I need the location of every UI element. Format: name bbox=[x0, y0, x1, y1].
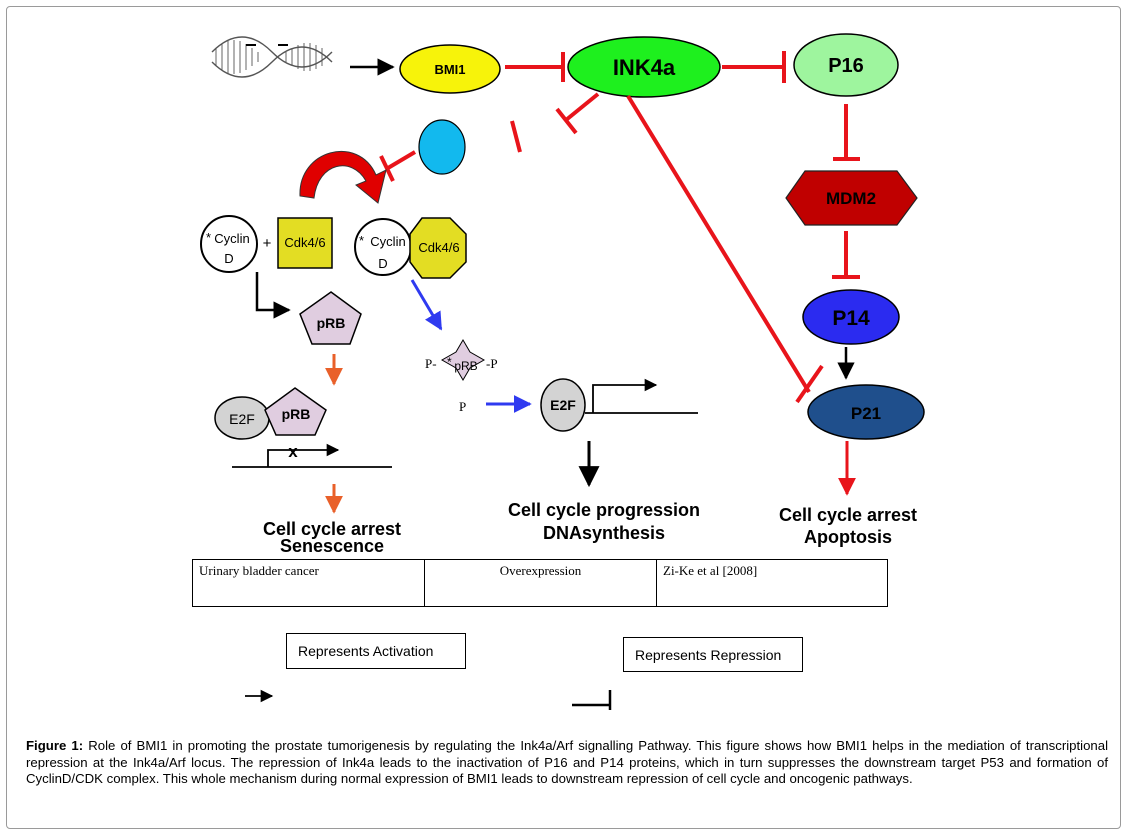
cdk46-node-2 bbox=[409, 217, 467, 279]
ink4a-represses-p16 bbox=[722, 51, 786, 83]
p21-label: P21 bbox=[851, 404, 881, 423]
bmi1-represses-ink4a bbox=[505, 52, 565, 82]
legend-repression-box: Represents Repression bbox=[623, 637, 803, 672]
ink4a-represses-p21 bbox=[626, 94, 824, 404]
blocked-promoter bbox=[232, 443, 392, 468]
e2f-label-2: E2F bbox=[550, 397, 576, 413]
figure-frame bbox=[6, 6, 1121, 829]
progression-line1: Cell cycle progression bbox=[508, 500, 700, 520]
p14-label: P14 bbox=[832, 307, 870, 330]
cyclin-d-node-1 bbox=[200, 215, 258, 273]
ink4a-node bbox=[567, 36, 721, 98]
arrest-apoptosis-line1: Cell cycle arrest bbox=[779, 505, 917, 525]
legend-activation-label: Represents Activation bbox=[298, 643, 434, 659]
unknown-factor-node bbox=[418, 119, 466, 175]
cyclin-to-prb-arrow bbox=[255, 272, 291, 319]
arrest-senescence-line2: Senescence bbox=[280, 536, 384, 556]
phospho-bottom: P bbox=[459, 399, 466, 414]
complex-formation-curved-arrow bbox=[299, 150, 387, 204]
phospho-prb-node bbox=[440, 339, 486, 381]
arrest-senescence-line1: Cell cycle arrest bbox=[263, 519, 401, 539]
table-row: Urinary bladder cancer Overexpression Zi… bbox=[192, 559, 888, 607]
p16-node bbox=[793, 33, 899, 97]
cyclin-d-label-2: Cyclin bbox=[370, 234, 405, 249]
ink4a-label: INK4a bbox=[613, 55, 676, 80]
prb-node-1 bbox=[299, 291, 362, 345]
p16-label: P16 bbox=[828, 55, 864, 77]
mdm2-represses-p14 bbox=[832, 231, 860, 279]
mdm2-node bbox=[785, 170, 918, 226]
bmi1-node bbox=[399, 44, 501, 94]
bmi1-label: BMI1 bbox=[434, 62, 465, 77]
cyclin-d-sub-2: D bbox=[378, 256, 387, 271]
p16-represses-mdm2 bbox=[833, 104, 860, 161]
progression-line2: DNAsynthesis bbox=[543, 523, 665, 543]
p21-node bbox=[807, 384, 925, 440]
phospho-prb-star: * bbox=[447, 355, 452, 369]
caption-label: Figure 1: bbox=[26, 738, 84, 753]
mdm2-label: MDM2 bbox=[826, 189, 876, 208]
table-cell-disease: Urinary bladder cancer bbox=[192, 559, 425, 607]
factor-represses-curve bbox=[379, 150, 417, 182]
e2f-node-2 bbox=[540, 378, 586, 432]
legend-repression-label: Represents Repression bbox=[635, 646, 782, 663]
dashed-repression-segment bbox=[510, 120, 522, 153]
phospho-right: -P bbox=[486, 356, 498, 371]
caption-text: Role of BMI1 in promoting the prostate t… bbox=[26, 738, 1109, 786]
prb-label-2: pRB bbox=[282, 406, 311, 422]
prb-node-2 bbox=[264, 387, 327, 436]
cdk46-label-1: Cdk4/6 bbox=[284, 235, 325, 250]
p14-node bbox=[802, 289, 900, 345]
phospho-prb-label: pRB bbox=[454, 359, 477, 373]
table-cell-expression: Overexpression bbox=[424, 559, 657, 607]
phospho-left: P- bbox=[425, 356, 437, 371]
blocked-transcription-mark: x bbox=[288, 442, 298, 461]
cyclin-d-label-1: Cyclin bbox=[214, 231, 249, 246]
dna-helix-icon bbox=[211, 36, 333, 78]
e2f-label-1: E2F bbox=[229, 411, 255, 427]
cyclin-d-sub-1: D bbox=[224, 251, 233, 266]
ink4a-represses-cyclin-complex bbox=[555, 92, 600, 135]
plus-sign: + bbox=[263, 235, 272, 252]
arrest-apoptosis-line2: Apoptosis bbox=[804, 527, 892, 547]
cdk46-node-1 bbox=[277, 217, 333, 269]
legend-activation-box: Represents Activation bbox=[286, 633, 466, 669]
cyclin-d-star-1: * bbox=[206, 230, 211, 245]
table-cell-reference: Zi-Ke et al [2008] bbox=[656, 559, 888, 607]
cdk-to-phospho-prb-arrow bbox=[410, 279, 443, 331]
cyclin-d-star-2: * bbox=[359, 233, 364, 248]
prb-label-1: pRB bbox=[317, 315, 346, 331]
figure-caption: Figure 1: Role of BMI1 in promoting the … bbox=[26, 738, 1108, 788]
active-promoter bbox=[585, 378, 698, 414]
legend-repression-bar-icon bbox=[572, 690, 612, 710]
cdk46-label-2: Cdk4/6 bbox=[418, 240, 459, 255]
reference-table: Urinary bladder cancer Overexpression Zi… bbox=[192, 559, 888, 607]
